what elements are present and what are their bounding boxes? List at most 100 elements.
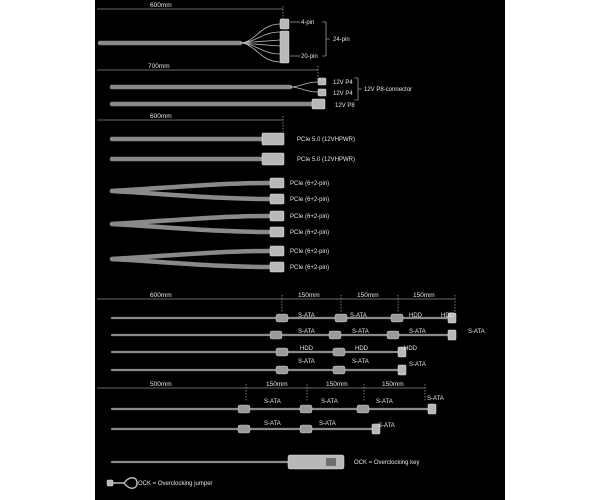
- pcie-connector: [269, 193, 285, 205]
- sata-plug: [275, 313, 289, 323]
- pcie5-label-1: PCIe 5.0 (12VHPWR): [297, 137, 355, 143]
- sata-b-row2-label: S-ATA: [319, 421, 336, 427]
- sata-plug: [386, 330, 400, 340]
- ock-key-tab: [326, 458, 336, 466]
- sata-b-segment-length: 150mm: [382, 381, 404, 388]
- sata-a-segment-length: 150mm: [357, 292, 379, 299]
- p8-connector-bracket: [354, 77, 362, 101]
- 24-pin-bracket: [322, 21, 330, 57]
- pcie-connector: [269, 210, 285, 222]
- sata-a-cable-row-4: S-ATA S-ATA S-ATA: [110, 359, 426, 376]
- pcie-cable-pair-3: PCIe (6+2-pin) PCIe (6+2-pin): [109, 245, 329, 273]
- pcie-label: PCIe (6+2-pin): [290, 249, 329, 255]
- sata-a-row3-label: HDD: [300, 346, 314, 352]
- pcie-cable-pair-1: PCIe (6+2-pin) PCIe (6+2-pin): [109, 177, 329, 205]
- cpu-p4-wire-split: [289, 81, 319, 93]
- p4-connector-b: [317, 88, 327, 97]
- hdd-plug: [390, 313, 404, 323]
- p4-label-b: 12V P4: [333, 91, 353, 97]
- sata-a-row4-label: S-ATA: [409, 362, 426, 368]
- ock-jumper-loop: [110, 477, 138, 489]
- sata-plug: [328, 330, 342, 340]
- pcie-cable-branch: [109, 180, 273, 194]
- sata-plug-end: [371, 423, 381, 435]
- hdd-plug-end: [397, 346, 407, 358]
- 12vhpwr-connector-1: [261, 132, 285, 146]
- sata-b-segment-length: 150mm: [326, 381, 348, 388]
- sata-a-cable-row-1: S-ATA S-ATA HDD HDD: [110, 312, 457, 324]
- sata-a-row1-label: HDD: [441, 313, 455, 319]
- pcie-label: PCIe (6+2-pin): [290, 230, 329, 236]
- pcie5-length-label: 600mm: [150, 113, 172, 120]
- sata-b-row2-label: S-ATA: [264, 421, 281, 427]
- sata-group-b: 500mm 150mm 150mm 150mm S-ATA S-ATA S-AT…: [97, 381, 444, 435]
- sata-plug: [356, 404, 370, 414]
- sata-plug: [237, 404, 251, 414]
- sata-b-row1-label: S-ATA: [376, 399, 393, 405]
- sata-a-row1-label: S-ATA: [350, 313, 367, 319]
- sata-b-segment-length: 150mm: [266, 381, 288, 388]
- sata-plug: [275, 365, 289, 375]
- sata-a-segment-length: 150mm: [413, 292, 435, 299]
- sata-a-row4-label: S-ATA: [298, 359, 315, 365]
- mainboard-cable-group: 600mm 4-pin 24-pin 20-pin: [97, 2, 350, 64]
- pcie5-cable-group: 600mm PCIe 5.0 (12VHPWR) PCIe 5.0 (12VHP…: [97, 113, 355, 166]
- sata-b-row1-label: S-ATA: [264, 399, 281, 405]
- p8-connector-brace-label: 12V P8-connector: [364, 87, 412, 93]
- diagram-background-panel: [95, 0, 505, 500]
- hdd-plug: [275, 347, 289, 357]
- sata-a-row2-label: S-ATA: [468, 329, 485, 335]
- sata-plug: [332, 365, 346, 375]
- sata-a-row2-label: S-ATA: [298, 329, 315, 335]
- sata-a-cable-row-3: HDD HDD HDD: [110, 346, 418, 358]
- pcie-connector: [269, 245, 285, 257]
- ock-jumper-plug: [106, 479, 114, 487]
- sata-b-row1-label: S-ATA: [427, 396, 444, 402]
- sata-b-main-length: 500mm: [150, 381, 172, 388]
- hdd-plug: [332, 347, 346, 357]
- cpu-length-label: 700mm: [148, 63, 170, 70]
- pcie-cable-branch: [109, 188, 273, 202]
- pcie-cable-branch: [109, 256, 273, 270]
- sata-a-segment-length: 150mm: [298, 292, 320, 299]
- mainboard-length-label: 600mm: [150, 2, 172, 9]
- pcie-cable-branch: [109, 213, 273, 227]
- sata-plug-end: [397, 364, 407, 376]
- ock-group: OCK = Overclocking key OCK = Overclockin…: [106, 454, 420, 489]
- pcie-connector: [269, 261, 285, 273]
- pcie-cable-group: PCIe (6+2-pin) PCIe (6+2-pin) PCIe (6+2-…: [109, 177, 329, 273]
- sata-a-cable-row-2: S-ATA S-ATA S-ATA S-ATA: [110, 329, 485, 341]
- sata-plug: [299, 404, 313, 414]
- sata-a-row3-label: HDD: [404, 346, 418, 352]
- mainboard-wire-fan: [239, 23, 281, 63]
- sata-a-row4-label: S-ATA: [352, 359, 369, 365]
- sata-plug-end: [447, 329, 457, 341]
- 20-pin-label: 20-pin: [301, 54, 318, 60]
- 12vhpwr-connector-2: [261, 152, 285, 166]
- sata-group-a: 600mm 150mm 150mm 150mm S-ATA S-ATA HDD …: [97, 292, 485, 376]
- pcie-connector: [269, 226, 285, 238]
- sata-a-row1-label: S-ATA: [298, 313, 315, 319]
- p4-connector-a: [317, 77, 327, 86]
- sata-a-row1-label: HDD: [409, 313, 423, 319]
- 24-pin-connector: [279, 30, 290, 64]
- pcie-label: PCIe (6+2-pin): [290, 181, 329, 187]
- cpu-cable-group: 700mm 12V P4 12V P4 12V P8 12V P8-connec…: [97, 63, 412, 110]
- sata-plug-end: [427, 403, 437, 415]
- ock-jumper-label: OCK = Overclocking jumper: [138, 481, 213, 487]
- sata-a-main-length: 600mm: [150, 292, 172, 299]
- ock-key-label: OCK = Overclocking key: [354, 460, 420, 466]
- sata-a-row2-label: S-ATA: [409, 329, 426, 335]
- sata-a-row3-label: HDD: [355, 346, 369, 352]
- pcie-label: PCIe (6+2-pin): [290, 214, 329, 220]
- sata-a-row2-label: S-ATA: [352, 329, 369, 335]
- p4-label-a: 12V P4: [333, 80, 353, 86]
- sata-plug: [299, 424, 313, 434]
- pcie-cable-pair-2: PCIe (6+2-pin) PCIe (6+2-pin): [109, 210, 329, 238]
- sata-plug: [237, 424, 251, 434]
- p8-label: 12V P8: [335, 103, 355, 109]
- pcie-connector: [269, 177, 285, 189]
- hdd-plug-end: [447, 312, 457, 324]
- p8-connector: [311, 98, 326, 110]
